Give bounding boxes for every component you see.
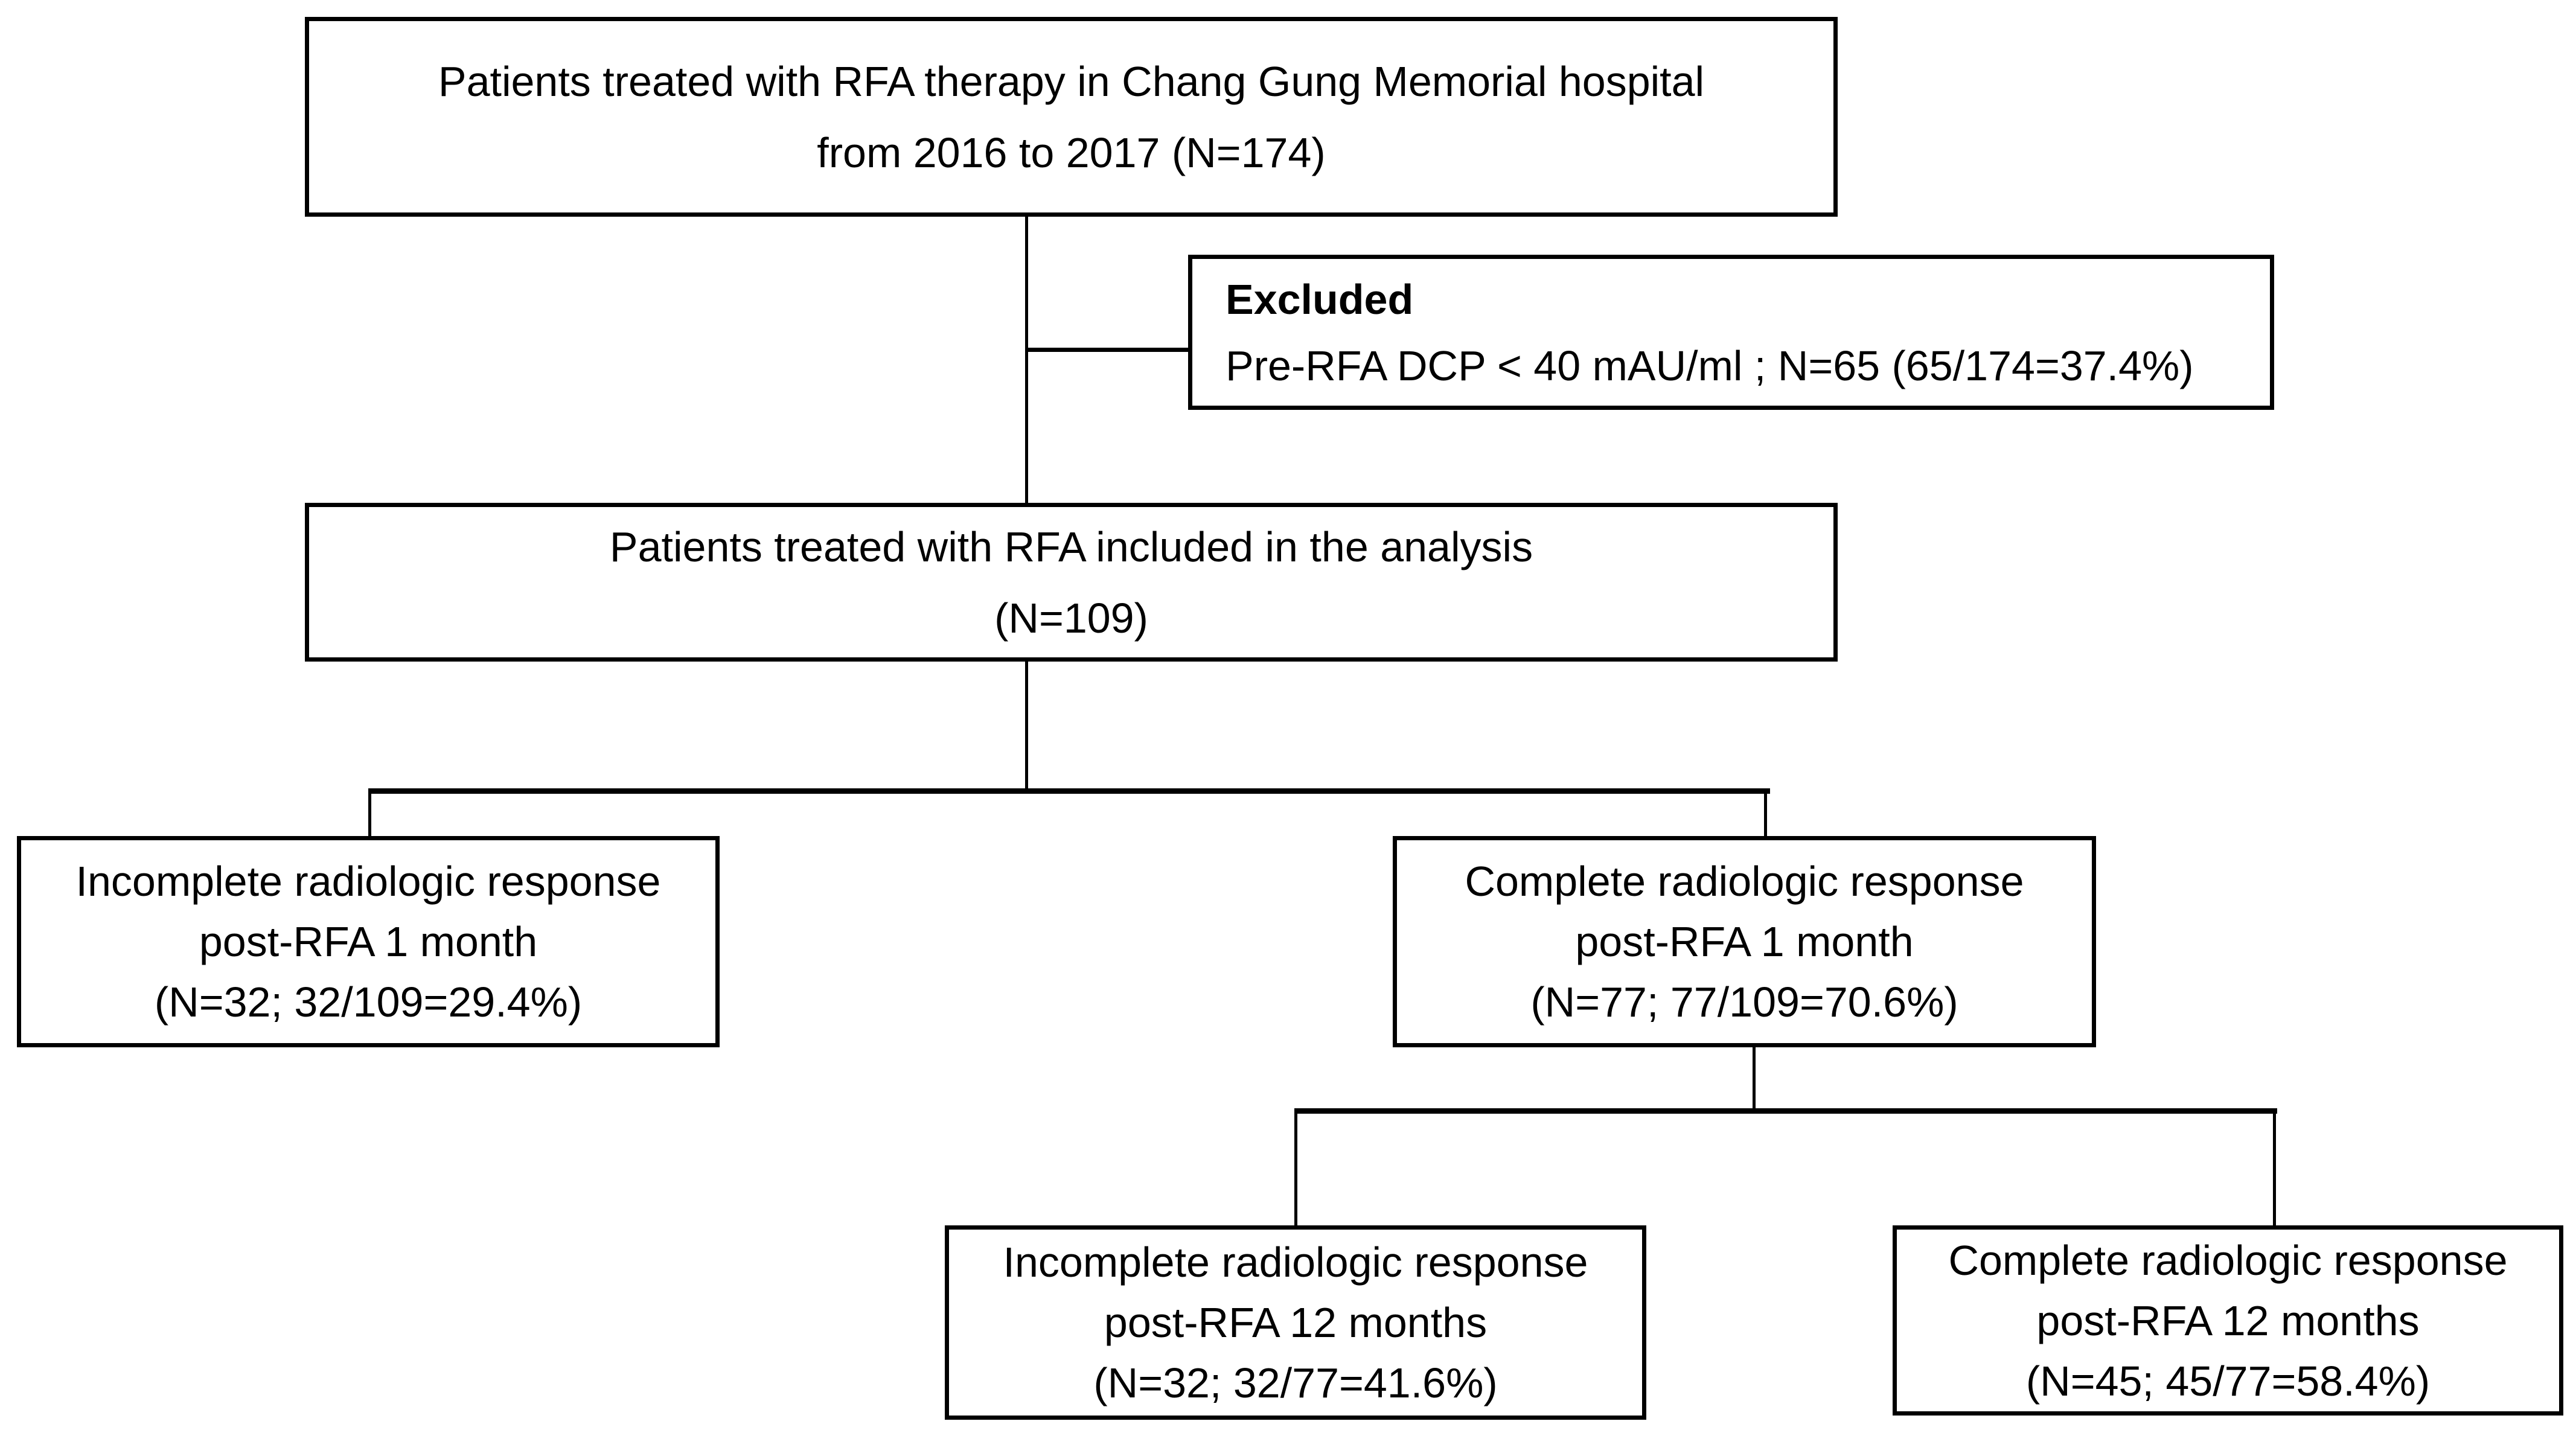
connector-excluded-branch bbox=[1026, 348, 1188, 352]
node-excluded: Excluded Pre-RFA DCP < 40 mAU/ml ; N=65 … bbox=[1188, 255, 2274, 410]
connector-12month-right-drop bbox=[2273, 1111, 2276, 1227]
connector-1month-left-drop bbox=[368, 791, 371, 839]
node-text-line: post-RFA 12 months bbox=[2036, 1297, 2420, 1344]
node-text-line: (N=45; 45/77=58.4%) bbox=[2025, 1357, 2431, 1405]
node-complete-response-12months: Complete radiologic response post-RFA 12… bbox=[1893, 1225, 2563, 1416]
node-text-line: Complete radiologic response bbox=[1465, 858, 2024, 905]
connector-12month-left-drop bbox=[1294, 1111, 1297, 1227]
node-complete-response-1month: Complete radiologic response post-RFA 1 … bbox=[1393, 836, 2096, 1047]
node-text-line: post-RFA 1 month bbox=[199, 918, 538, 965]
node-text-line: post-RFA 12 months bbox=[1104, 1299, 1488, 1346]
connector-1month-right-drop bbox=[1764, 791, 1767, 839]
excluded-title: Excluded bbox=[1226, 275, 1414, 323]
connector-top-to-included bbox=[1025, 214, 1028, 505]
connector-12month-split-bar bbox=[1294, 1108, 2277, 1114]
node-text-line: (N=109) bbox=[994, 594, 1148, 642]
node-text-line: (N=32; 32/77=41.6%) bbox=[1093, 1359, 1498, 1406]
connector-1month-split-bar bbox=[368, 788, 1770, 794]
connector-included-stem bbox=[1025, 659, 1028, 793]
node-text-line: from 2016 to 2017 (N=174) bbox=[817, 129, 1326, 176]
node-included-in-analysis: Patients treated with RFA included in th… bbox=[305, 503, 1838, 662]
node-rfa-treated-total: Patients treated with RFA therapy in Cha… bbox=[305, 17, 1838, 217]
node-text-line: post-RFA 1 month bbox=[1575, 918, 1914, 965]
excluded-detail: Pre-RFA DCP < 40 mAU/ml ; N=65 (65/174=3… bbox=[1226, 342, 2194, 389]
node-text-line: Incomplete radiologic response bbox=[1003, 1239, 1588, 1286]
connector-complete1month-stem bbox=[1753, 1045, 1756, 1111]
node-text-line: Patients treated with RFA therapy in Cha… bbox=[438, 57, 1705, 105]
node-text-line: Complete radiologic response bbox=[1948, 1236, 2508, 1284]
node-incomplete-response-1month: Incomplete radiologic response post-RFA … bbox=[17, 836, 720, 1047]
node-text-line: (N=77; 77/109=70.6%) bbox=[1530, 978, 1958, 1026]
node-text-line: Incomplete radiologic response bbox=[75, 858, 661, 905]
node-text-line: (N=32; 32/109=29.4%) bbox=[154, 978, 583, 1026]
node-text-line: Patients treated with RFA included in th… bbox=[609, 523, 1533, 570]
node-incomplete-response-12months: Incomplete radiologic response post-RFA … bbox=[945, 1225, 1646, 1420]
